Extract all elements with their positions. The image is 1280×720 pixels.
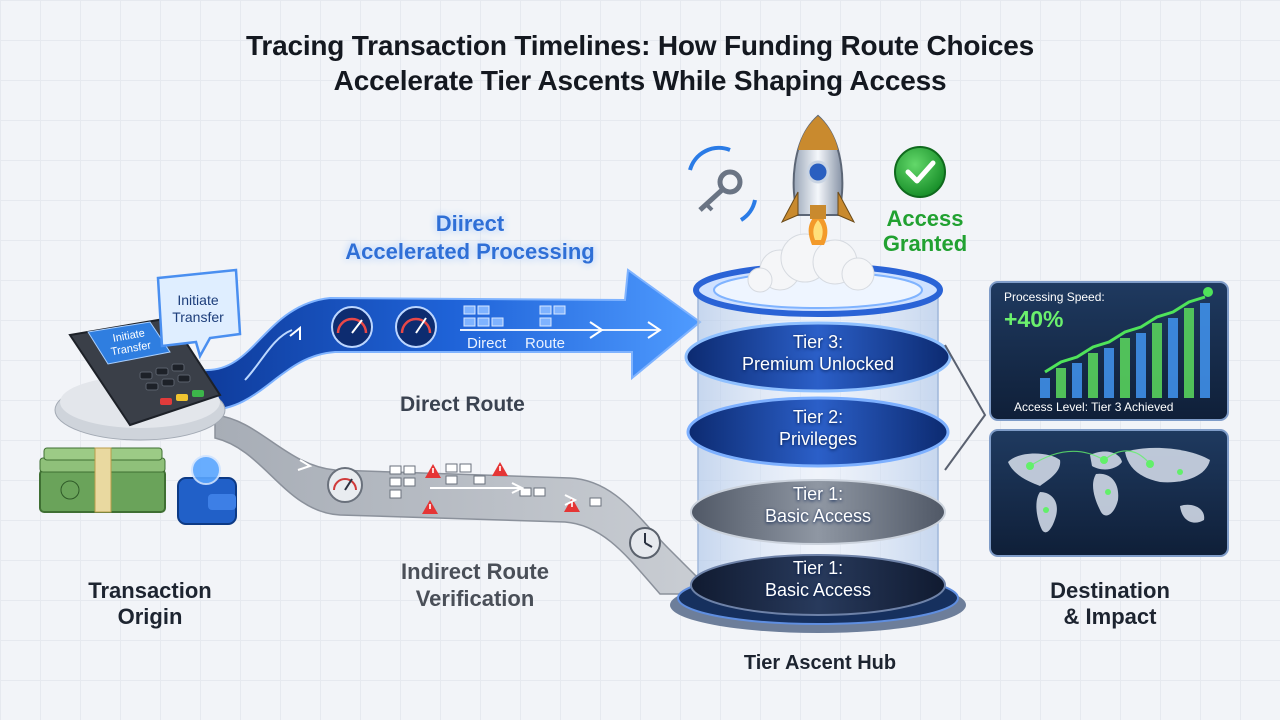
- speed-bar: [1104, 348, 1114, 398]
- speed-bar: [1040, 378, 1050, 398]
- speed-bar: [1120, 338, 1130, 398]
- origin-line-2: Origin: [117, 604, 183, 629]
- indirect-line-2: Verification: [415, 586, 535, 611]
- destination-impact-label: Destination & Impact: [1030, 578, 1190, 630]
- page-title: Tracing Transaction Timelines: How Fundi…: [0, 28, 1280, 98]
- tier-1-base-line-2: Basic Access: [764, 580, 872, 600]
- transaction-origin-label: Transaction Origin: [80, 578, 220, 630]
- initiate-transfer-bubble-text: Initiate Transfer: [162, 292, 234, 326]
- speed-bar: [1184, 308, 1194, 398]
- cash-stack-icon: [39, 447, 166, 513]
- initiate-bubble: [156, 268, 242, 360]
- tier-1-base-line-1: Tier 1:: [792, 558, 844, 578]
- tier-1-label: Tier 1: Basic Access: [708, 483, 928, 527]
- indirect-line-1: Indirect Route: [401, 559, 549, 584]
- tier-disk-3: [684, 321, 952, 393]
- tier-1-line-2: Basic Access: [764, 506, 872, 526]
- direct-route-title: Diirect Accelerated Processing: [330, 210, 610, 266]
- speedometer-icon: [331, 306, 373, 348]
- direct-checkpoint-icons: [463, 305, 566, 327]
- processing-speed-label: Processing Speed:: [1004, 290, 1105, 304]
- processing-speed-value: +40%: [1004, 306, 1064, 332]
- check-badge-icon: [894, 146, 946, 198]
- rocket-smoke: [747, 233, 875, 293]
- tier-disk-bottom: [690, 554, 946, 616]
- tier-ascent-hub-label: Tier Ascent Hub: [743, 652, 897, 674]
- tier-1-line-1: Tier 1:: [792, 484, 844, 504]
- direct-route-label: Direct Route: [400, 393, 525, 416]
- wallet-icon: [177, 455, 237, 525]
- speed-bar: [1072, 363, 1082, 398]
- bubble-line-1: Initiate: [177, 292, 219, 308]
- tier-2-line-1: Tier 2:: [792, 407, 844, 427]
- direct-tag-right: Route: [525, 335, 566, 352]
- destination-line-1: Destination: [1050, 578, 1170, 603]
- rocket-icon: [780, 114, 856, 224]
- destination-line-2: & Impact: [1063, 604, 1157, 629]
- title-line-1: Tracing Transaction Timelines: How Fundi…: [246, 30, 1034, 61]
- direct-route-path: [203, 268, 702, 412]
- destination-bracket: [944, 344, 987, 471]
- direct-title-line-1: Diirect: [435, 211, 505, 236]
- tier-1-base-label: Tier 1: Basic Access: [708, 557, 928, 601]
- speed-bar: [1168, 318, 1178, 398]
- tier-2-line-2: Privileges: [778, 429, 858, 449]
- tier-disk-1: [690, 479, 946, 545]
- access-line-1: Access: [886, 206, 964, 231]
- panel-status-icon: [1203, 287, 1213, 297]
- tier-disk-2: [686, 396, 950, 468]
- indirect-gauge-icon: [327, 467, 363, 503]
- speed-bar: [1136, 333, 1146, 398]
- tier-3-label: Tier 3: Premium Unlocked: [708, 331, 928, 375]
- speed-bar: [1152, 323, 1162, 398]
- speed-bar-chart: [1040, 303, 1210, 398]
- access-granted-label: Access Granted: [860, 206, 990, 256]
- tier-3-line-2: Premium Unlocked: [741, 354, 895, 374]
- origin-line-1: Transaction: [88, 578, 212, 603]
- speed-bar: [1056, 368, 1066, 398]
- tier-2-label: Tier 2: Privileges: [708, 406, 928, 450]
- title-line-2: Accelerate Tier Ascents While Shaping Ac…: [333, 65, 947, 96]
- speed-bar: [1200, 303, 1210, 398]
- warning-icons: [422, 462, 580, 514]
- access-line-2: Granted: [882, 231, 968, 256]
- key-icon: [688, 145, 757, 222]
- indirect-route-label: Indirect Route Verification: [365, 558, 585, 612]
- bubble-line-2: Transfer: [172, 309, 224, 325]
- tier-3-line-1: Tier 3:: [792, 332, 844, 352]
- speedometer-icon-2: [395, 306, 437, 348]
- indirect-checkpoint-icons: [389, 463, 602, 507]
- speed-trend-line: [1044, 295, 1206, 374]
- direct-title-line-2: Accelerated Processing: [345, 239, 595, 264]
- speed-bar: [1088, 353, 1098, 398]
- direct-tag-left: Direct: [467, 335, 507, 352]
- access-level-text: Access Level: Tier 3 Achieved: [1014, 400, 1174, 414]
